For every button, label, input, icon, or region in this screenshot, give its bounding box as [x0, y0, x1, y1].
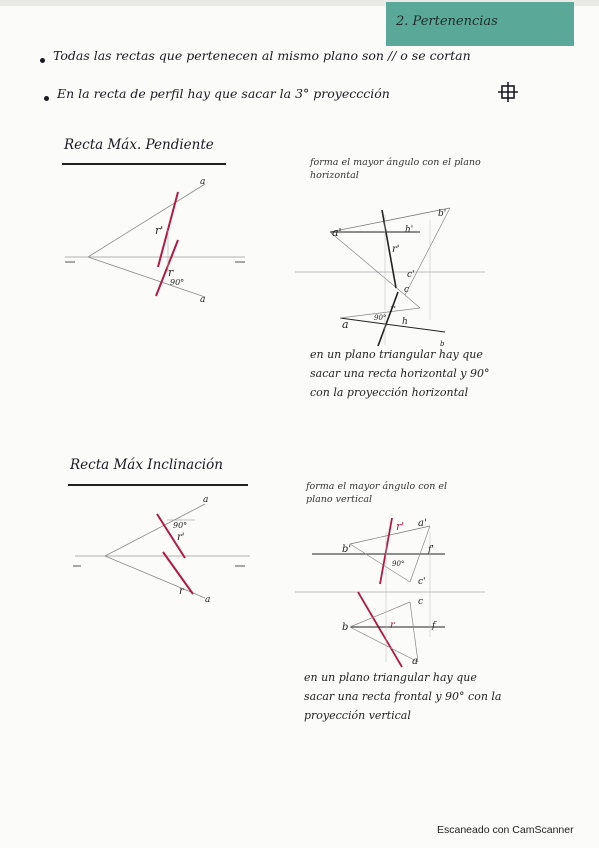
fig4-label-b: b	[342, 622, 348, 633]
fig3-label-90: 90°	[173, 521, 187, 530]
svg-text:a: a	[200, 295, 205, 305]
diagram-max-pendiente-simple: a a r' r 90°	[65, 177, 245, 305]
heading-underline	[62, 163, 226, 165]
bullet-dot	[44, 96, 49, 101]
note-pendiente-top: forma el mayor ángulo con el plano horiz…	[310, 157, 481, 181]
svg-text:a: a	[205, 595, 210, 605]
fig2-label-r-prime: r'	[392, 244, 400, 255]
grid-icon	[498, 82, 518, 102]
fig4-label-r: r	[390, 620, 396, 631]
fig2-label-90: 90°	[374, 314, 386, 322]
fig2-label-c: c	[404, 285, 409, 295]
fig1-label-r-prime: r'	[155, 224, 163, 237]
heading-underline	[68, 484, 248, 486]
bullet-text-1: Todas las rectas que pertenecen al mismo…	[53, 48, 471, 63]
section-banner: 2. Pertenencias	[386, 2, 574, 46]
fig4-label-90: 90°	[392, 560, 404, 568]
diagram-max-pendiente-triangle: a' b' h' r' c' c a r h b 90°	[295, 207, 485, 348]
fig2-label-b-prime: b'	[438, 209, 446, 219]
note-inclinacion-bottom: en un plano triangular hay que sacar una…	[304, 671, 502, 722]
heading-max-pendiente: Recta Máx. Pendiente	[64, 137, 214, 153]
fig4-label-a: a	[412, 656, 418, 667]
fig4-label-r-prime: r'	[396, 520, 404, 533]
fig3-label-r-prime: r'	[177, 532, 185, 543]
fig1-label-90: 90°	[170, 278, 184, 287]
note-inclinacion-top: forma el mayor ángulo con el plano verti…	[306, 481, 448, 505]
fig2-label-r: r	[390, 304, 396, 315]
heading-max-inclinacion: Recta Máx Inclinación	[70, 457, 223, 473]
fig2-label-c-prime: c'	[407, 270, 415, 280]
fig2-label-a-prime: a'	[332, 226, 342, 239]
svg-text:a: a	[203, 495, 208, 505]
fig2-label-b: b	[440, 340, 445, 348]
fig1-label-r: r	[168, 266, 174, 279]
section-title: 2. Pertenencias	[396, 14, 498, 29]
fig4-label-a-prime: a'	[418, 518, 427, 529]
fig2-label-a: a	[342, 318, 349, 331]
bullet-dot	[40, 58, 45, 63]
fig3-label-r: r	[179, 586, 185, 597]
fig2-label-h: h	[402, 317, 408, 327]
note-pendiente-bottom: en un plano triangular hay que sacar una…	[310, 348, 490, 399]
scanner-watermark: Escaneado con CamScanner	[437, 824, 574, 836]
svg-text:a: a	[200, 177, 205, 187]
fig4-label-f-prime: f'	[427, 545, 434, 555]
fig4-label-b-prime: b'	[342, 544, 351, 555]
fig4-label-c-prime: c'	[418, 577, 426, 587]
fig4-label-f: f	[431, 621, 437, 631]
fig2-label-h-prime: h'	[405, 225, 413, 235]
page-top-edge	[0, 0, 599, 6]
fig4-label-c: c	[418, 597, 423, 607]
bullet-text-2: En la recta de perfil hay que sacar la 3…	[57, 86, 390, 101]
diagram-max-inclinacion-triangle: r' a' b' f' 90° c' c b r f a	[295, 517, 485, 668]
diagram-max-inclinacion-simple: a a 90° r' r	[73, 495, 250, 605]
